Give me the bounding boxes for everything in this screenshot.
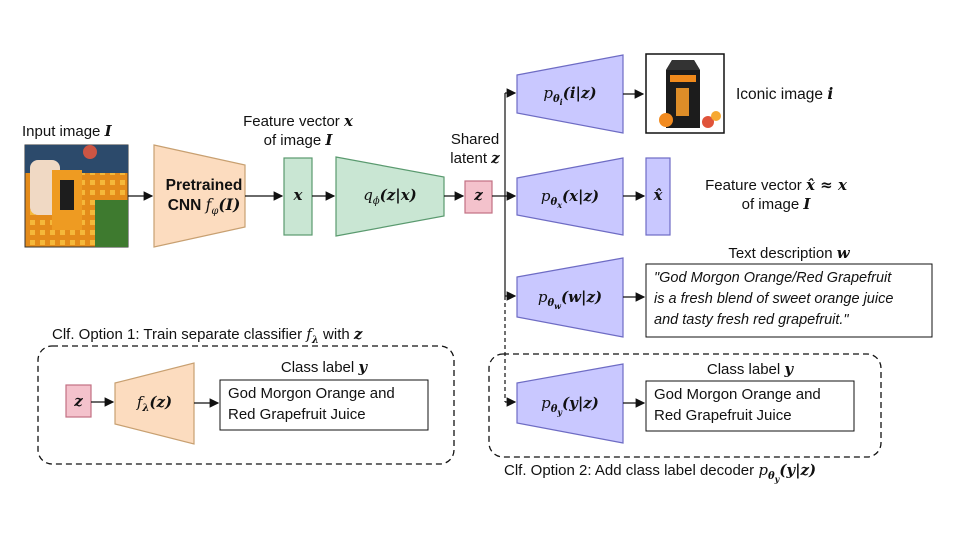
feature-decoder-block (516, 157, 624, 236)
option1-label-content: God Morgon Orange and Red Grapefruit Jui… (228, 385, 395, 423)
label-decoder-block (516, 363, 624, 444)
text-description-box (645, 263, 933, 338)
latent-symbol: z (474, 186, 483, 204)
encoder-block (335, 156, 445, 237)
input-image-photo (24, 144, 129, 248)
text-description-content: "God Morgon Orange/Red Grapefruit is a f… (654, 270, 894, 328)
option1-label-box (219, 379, 429, 431)
option1-label-title: Class label y (280, 358, 368, 376)
option2-label-title: Class label y (706, 360, 794, 378)
iconic-image-label: Iconic image i (736, 84, 834, 103)
input-image-label: Input image I (22, 122, 112, 140)
feature-vector-box (283, 157, 313, 236)
feature-vector-symbol: x (293, 186, 303, 204)
cnn-label: Pretrained CNN fφ(I) (165, 177, 243, 218)
latent-title: Shared latent z (450, 131, 500, 167)
reconstructed-feature-symbol: x̂ (653, 186, 663, 204)
reconstructed-feature-box (645, 157, 671, 236)
latent-box (464, 180, 493, 214)
image-decoder-block (516, 54, 624, 134)
option1-frame (37, 345, 455, 465)
option2-label-content: God Morgon Orange and Red Grapefruit Jui… (654, 386, 821, 424)
latent-branches (492, 88, 517, 407)
option1-latent-symbol: z (74, 392, 83, 410)
option1-classifier-label: fλ(z) (136, 393, 173, 414)
feature-approx-label: Feature vector x̂ ≈ x of image I (705, 176, 847, 213)
cnn-block (153, 144, 246, 248)
text-description-title: Text description w (728, 244, 850, 262)
option2-frame (488, 353, 882, 458)
iconic-image-picture (645, 53, 725, 134)
feature-decoder-label: pθx(x|z) (540, 187, 600, 210)
option1-classifier-block (114, 362, 195, 445)
option1-latent-box (65, 384, 92, 418)
option1-caption: Clf. Option 1: Train separate classifier… (52, 325, 363, 346)
image-decoder-label: pθi(i|z) (543, 84, 597, 107)
option2-caption: Clf. Option 2: Add class label decoder p… (504, 461, 817, 484)
option2-label-box (645, 380, 855, 432)
label-decoder-label: pθy(y|z) (541, 394, 599, 417)
encoder-label: qϕ(z|x) (363, 186, 417, 207)
feature-vector-title: Feature vector x of image I (243, 112, 353, 149)
text-decoder-block (516, 257, 624, 338)
text-decoder-label: pθw(w|z) (537, 288, 603, 311)
